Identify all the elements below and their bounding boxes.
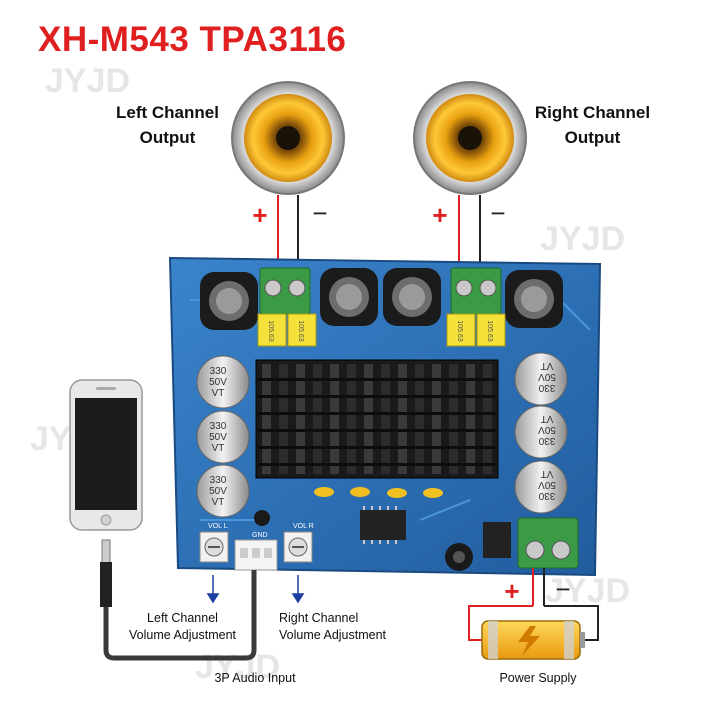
heatsink-groove bbox=[258, 395, 496, 398]
film-cap-label: 105.63 bbox=[456, 320, 463, 342]
small-capacitor bbox=[254, 510, 473, 571]
label-line: Volume Adjustment bbox=[279, 628, 387, 642]
plus-sign: + bbox=[252, 200, 267, 230]
heatsink-groove bbox=[258, 429, 496, 432]
cap-series: VT bbox=[212, 388, 225, 399]
cap-series: VT bbox=[541, 413, 554, 424]
film-capacitors: 105.63 105.63 105.63 105.63 bbox=[257, 313, 506, 347]
minus-sign: − bbox=[312, 198, 327, 228]
label-line: Left Channel bbox=[116, 103, 219, 122]
cap-series: VT bbox=[212, 443, 225, 454]
heatsink-fin bbox=[398, 364, 407, 474]
heatsink-fin bbox=[347, 364, 356, 474]
left-output-terminal bbox=[259, 267, 311, 315]
label-line: Right Channel bbox=[279, 611, 359, 625]
cap-voltage: 50V bbox=[538, 371, 556, 382]
audio-input-connector bbox=[234, 539, 278, 571]
cap-voltage: 50V bbox=[538, 479, 556, 490]
inductor-icon bbox=[200, 268, 563, 330]
heatsink-groove bbox=[258, 412, 496, 415]
label-line: Left Channel bbox=[147, 611, 218, 625]
voltage-regulator bbox=[483, 522, 511, 558]
heatsink-groove bbox=[258, 446, 496, 449]
right-volume-potentiometer bbox=[283, 531, 313, 563]
cap-series: VT bbox=[541, 360, 554, 371]
cap-voltage: 50V bbox=[538, 424, 556, 435]
minus-sign: − bbox=[490, 198, 505, 228]
heatsink-fin bbox=[364, 364, 373, 474]
heatsink-fin bbox=[466, 364, 475, 474]
right-output-terminal bbox=[450, 267, 502, 315]
cap-value: 330 bbox=[538, 490, 555, 501]
heatsink-groove bbox=[258, 378, 496, 381]
heatsink-fin bbox=[262, 364, 271, 474]
cap-value: 330 bbox=[210, 421, 227, 432]
cap-series: VT bbox=[541, 468, 554, 479]
heatsink-fin bbox=[449, 364, 458, 474]
volume-arrows bbox=[206, 575, 305, 604]
cap-voltage: 50V bbox=[209, 377, 227, 388]
right-electrolytic-capacitors bbox=[514, 352, 568, 514]
left-electrolytic-capacitors bbox=[196, 355, 250, 518]
left-cap-labels: 330 50V VT 330 50V VT 330 50V VT bbox=[209, 366, 227, 508]
cap-value: 330 bbox=[210, 475, 227, 486]
film-cap-label: 105.63 bbox=[267, 320, 274, 342]
heatsink-fin bbox=[381, 364, 390, 474]
cap-value: 330 bbox=[210, 366, 227, 377]
watermark: JYJD bbox=[195, 648, 281, 686]
label-line: Output bbox=[139, 128, 196, 147]
smd-capacitors bbox=[314, 487, 443, 498]
silk-vol-r: VOL R bbox=[293, 523, 314, 530]
audio-input-label: 3P Audio Input bbox=[214, 671, 296, 685]
phone-icon bbox=[69, 379, 143, 531]
left-speaker-icon bbox=[231, 81, 345, 195]
cap-voltage: 50V bbox=[209, 432, 227, 443]
left-volume-label: Left Channel Volume Adjustment bbox=[120, 610, 245, 644]
heatsink-fin bbox=[296, 364, 305, 474]
right-speaker-icon bbox=[413, 81, 527, 195]
heatsink-fin bbox=[313, 364, 322, 474]
cap-value: 330 bbox=[538, 435, 555, 446]
heatsink-groove bbox=[258, 463, 496, 466]
heatsink-fin bbox=[415, 364, 424, 474]
power-supply-label: Power Supply bbox=[499, 671, 577, 685]
label-line: Right Channel bbox=[534, 103, 651, 122]
power-input-terminal bbox=[517, 517, 579, 569]
right-cap-labels: 330 50V VT 330 50V VT 330 50V VT bbox=[538, 360, 556, 501]
right-channel-output-label: Right Channel Output bbox=[520, 100, 665, 150]
left-volume-potentiometer bbox=[199, 531, 229, 563]
plus-sign: + bbox=[432, 200, 447, 230]
heatsink-fin bbox=[483, 364, 492, 474]
heatsink-fin bbox=[279, 364, 288, 474]
power-wires bbox=[468, 568, 599, 641]
right-volume-label: Right Channel Volume Adjustment bbox=[279, 610, 414, 644]
heatsink-fin bbox=[330, 364, 339, 474]
watermark: JYJD bbox=[540, 220, 626, 258]
label-line: Volume Adjustment bbox=[128, 628, 236, 642]
cap-value: 330 bbox=[538, 382, 555, 393]
audio-cable bbox=[100, 539, 257, 661]
page-title: XH-M543 TPA3116 bbox=[38, 20, 347, 59]
plus-sign: + bbox=[504, 576, 519, 606]
battery-icon bbox=[481, 620, 585, 660]
watermark: JYJD bbox=[545, 572, 631, 610]
silk-gnd: GND bbox=[252, 532, 268, 539]
ic-chip bbox=[360, 506, 406, 544]
film-cap-label: 105.63 bbox=[297, 320, 304, 342]
film-cap-label: 105.63 bbox=[486, 320, 493, 342]
heatsink-fin bbox=[432, 364, 441, 474]
watermark: JYJD bbox=[45, 62, 131, 100]
label-line: Output bbox=[564, 128, 621, 147]
heatsink bbox=[255, 359, 499, 479]
left-channel-output-label: Left Channel Output bbox=[100, 100, 235, 150]
cap-series: VT bbox=[212, 497, 225, 508]
silk-vol-l: VOL L bbox=[208, 523, 228, 530]
cap-voltage: 50V bbox=[209, 486, 227, 497]
minus-sign: − bbox=[555, 574, 570, 604]
